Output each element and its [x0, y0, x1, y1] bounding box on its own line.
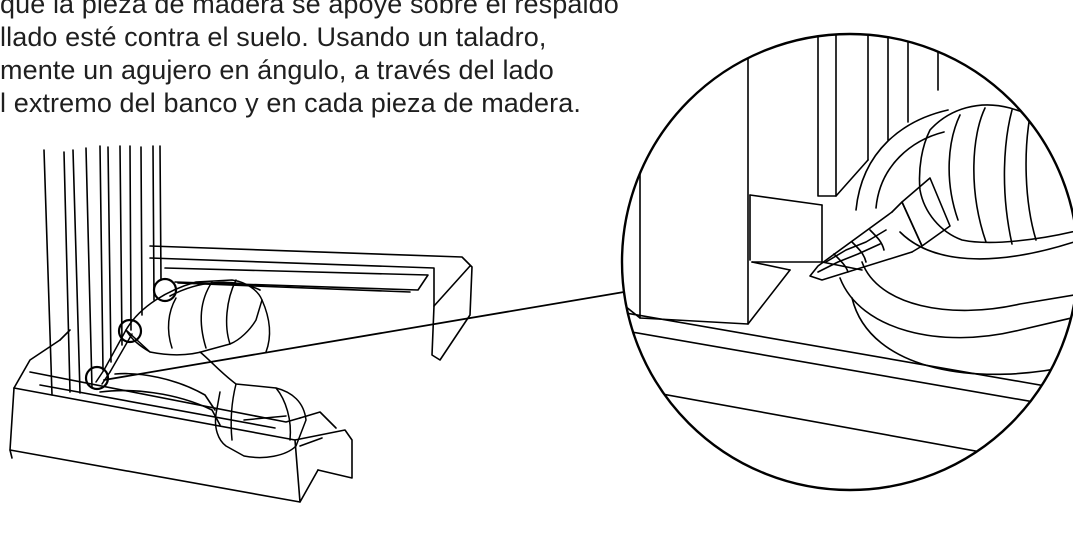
- instruction-line-1: que la pieza de madera se apoye sobre el…: [0, 0, 619, 19]
- vertical-slats: [43, 145, 162, 396]
- pilot-hole-markers: [84, 277, 178, 391]
- magnified-detail: [620, 32, 1073, 492]
- pilot-hole-marker-bottom: [84, 365, 110, 391]
- base-frame: [9, 329, 353, 503]
- horizontal-frame: [149, 245, 473, 361]
- instruction-text: que la pieza de madera se apoye sobre el…: [0, 0, 620, 120]
- instruction-line-4: l extremo del banco y en cada pieza de m…: [0, 88, 581, 118]
- magnifier-circle: [620, 32, 1073, 492]
- pilot-hole-marker-middle: [117, 318, 143, 344]
- bench-corner-drawing: [9, 145, 625, 503]
- instruction-line-3: mente un agujero en ángulo, a través del…: [0, 55, 554, 85]
- callout-pointer-line: [103, 291, 625, 381]
- pilot-hole-marker-top: [152, 277, 178, 303]
- drill: [95, 279, 307, 459]
- curved-support: [99, 281, 261, 426]
- instruction-line-2: llado esté contra el suelo. Usando un ta…: [0, 22, 547, 52]
